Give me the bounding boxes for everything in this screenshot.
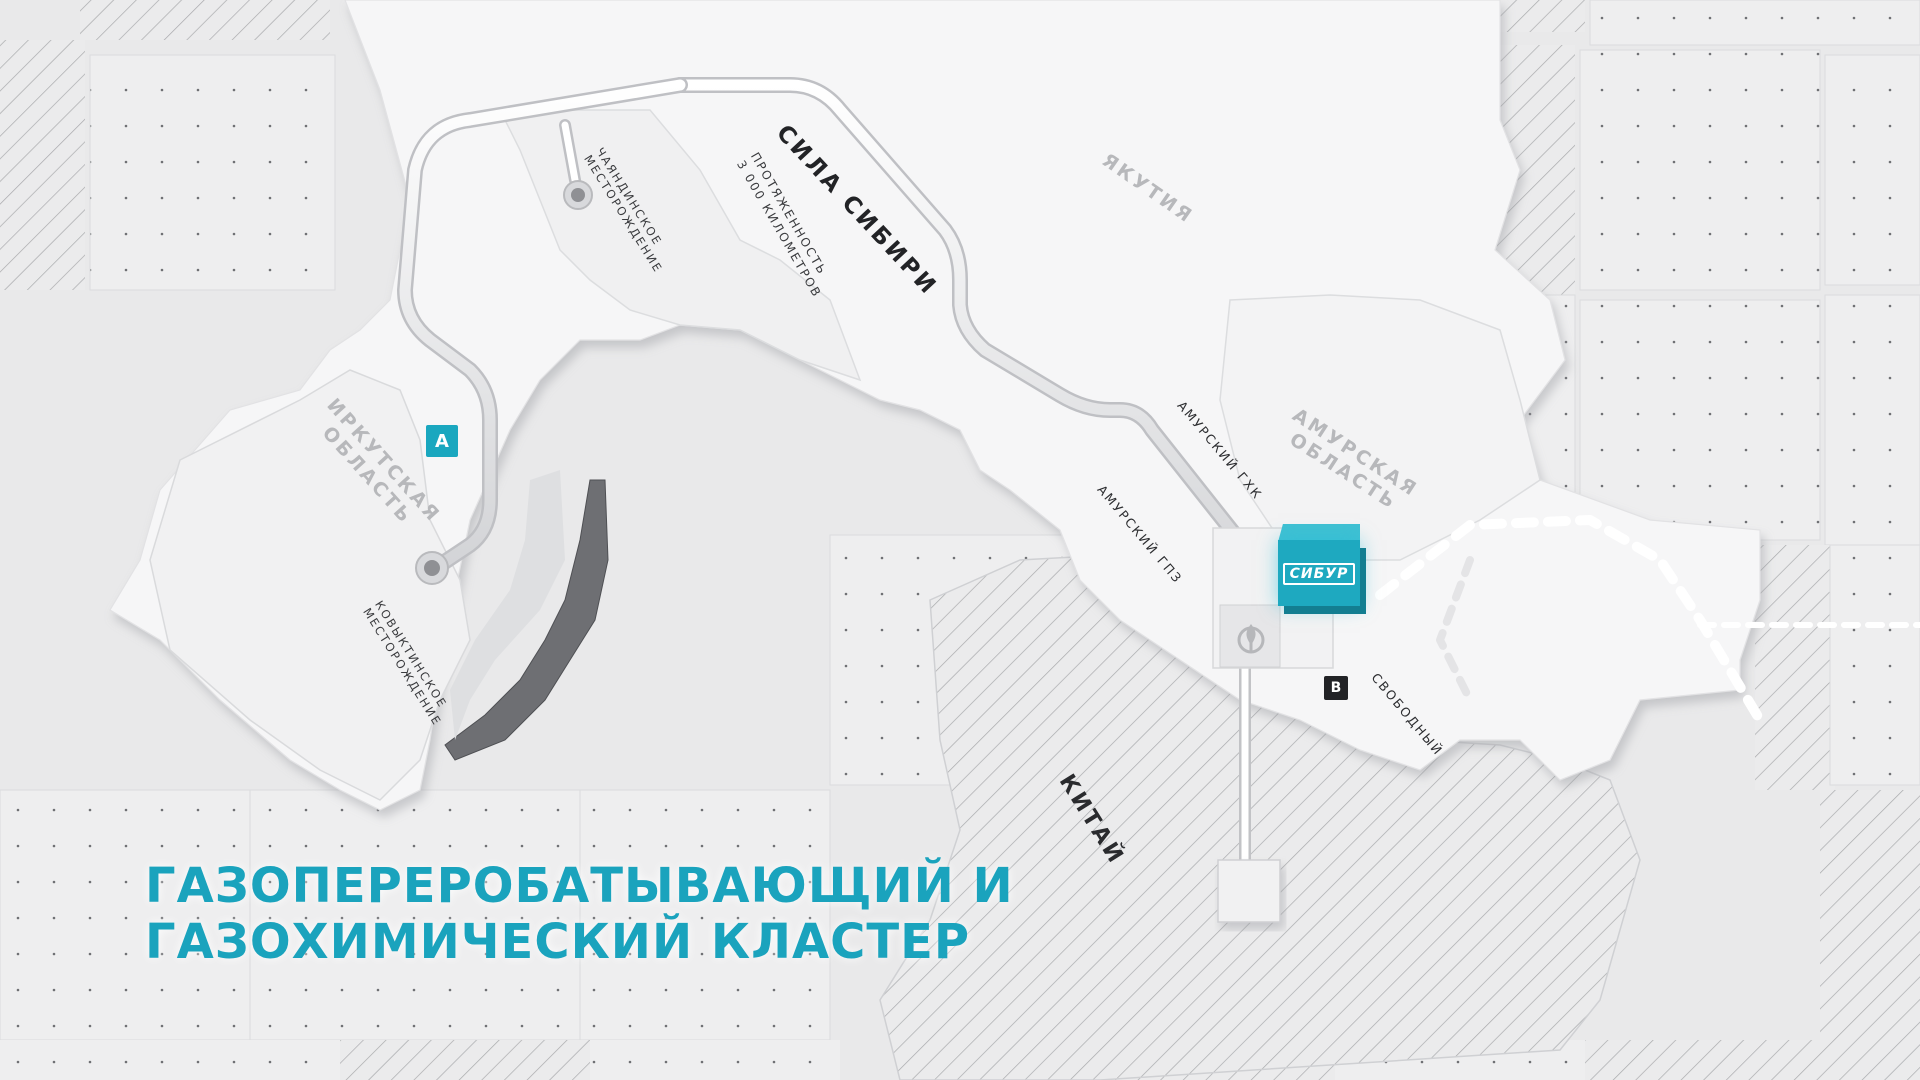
irkutsk-region-plate (149, 369, 471, 801)
sibur-logo-icon: СИБУР (1283, 563, 1355, 585)
sibur-block[interactable] (1278, 540, 1360, 606)
sibur-block-top (1278, 524, 1360, 542)
marker-a[interactable]: А (426, 425, 458, 457)
china-terminal (1217, 859, 1281, 923)
gazprom-flame-icon (1231, 618, 1271, 658)
chayanda-plateau (498, 109, 862, 382)
power-of-siberia-pipeline (397, 77, 1920, 866)
chayanda-well-icon (563, 180, 593, 210)
headline: ГАЗОПЕРЕРОБАТЫВАЮЩИЙ И ГАЗОХИМИЧЕСКИЙ КЛ… (145, 858, 1014, 970)
kovykta-well-icon (415, 551, 449, 585)
lake-baikal (444, 479, 609, 761)
headline-line-2: ГАЗОХИМИЧЕСКИЙ КЛАСТЕР (145, 914, 971, 970)
amur-region-plate (1219, 294, 1541, 561)
marker-b[interactable]: В (1324, 676, 1348, 700)
headline-line-1: ГАЗОПЕРЕРОБАТЫВАЮЩИЙ И (145, 858, 1014, 914)
russia-landmass (109, 0, 1761, 811)
